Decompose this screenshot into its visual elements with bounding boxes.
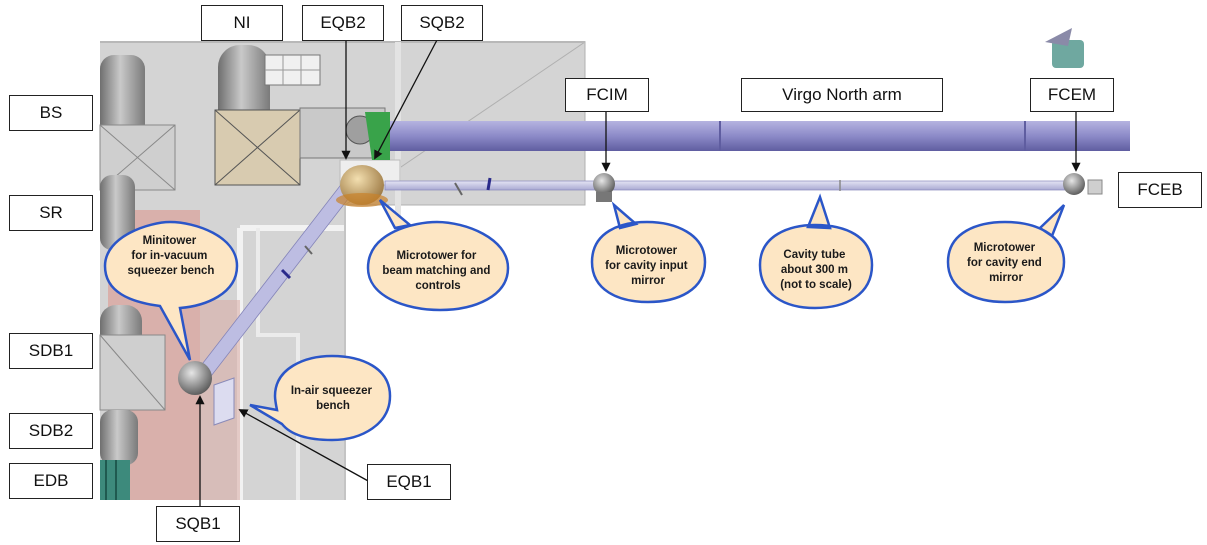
minitower-line-2: for in-vacuum [131,250,207,262]
microtower-beam-line-1: Microtower for [396,250,476,262]
label-eqb1: EQB1 [367,464,451,500]
label-edb: EDB [9,463,93,499]
microtower-end-line-2: for cavity end [967,257,1042,269]
cavity-tube-line-1: Cavity tube [783,249,845,261]
callout-inair-bench: In-air squeezer bench [249,354,392,442]
label-sdb1: SDB1 [9,333,93,369]
svg-text:Cavity tube about 300 m: Cavity tube about 300 m (not to scale) [780,249,852,291]
label-fceb: FCEB [1118,172,1202,208]
label-fcem: FCEM [1030,78,1114,112]
tower-fcim [593,173,615,202]
chamber-ni [214,45,321,186]
leader-lines [195,39,1081,510]
svg-text:Minitower for in-vacuum: Minitower for in-vacuum squeezer bench [128,235,215,277]
chamber-sdb1 [99,305,166,411]
callout-minitower: Minitower for in-vacuum squeezer bench [103,220,239,361]
label-virgo-north-arm: Virgo North arm [741,78,943,112]
label-sr: SR [9,195,93,231]
label-bs: BS [9,95,93,131]
label-ni: NI [201,5,283,41]
svg-text:Microtower for beam matc: Microtower for beam matching and control… [382,250,493,292]
cavity-tube-line-3: (not to scale) [780,279,852,291]
inair-bench-line-2: bench [316,400,350,412]
minitower-line-1: Minitower [143,235,197,247]
tower-fcem [1063,173,1103,195]
tower-eqb2 [336,165,388,207]
virgo-logo [1045,28,1084,68]
label-eqb2: EQB2 [302,5,384,41]
microtower-input-line-2: for cavity input [605,260,688,272]
cavity-tube-line-2: about 300 m [781,264,848,276]
label-fcim: FCIM [565,78,649,112]
callout-microtower-beam: Microtower for beam matching and control… [366,199,510,312]
bench-eqb1 [213,377,235,426]
chamber-sr [100,175,135,250]
callout-microtower-input: Microtower for cavity input mirror [590,201,707,304]
north-arm-tube [299,107,1130,160]
microtower-end-line-1: Microtower [974,242,1036,254]
microtower-input-line-1: Microtower [616,245,678,257]
svg-text:In-air squeezer bench: In-air squeezer bench [291,385,375,412]
svg-text:Microtower for cavity in: Microtower for cavity input mirror [605,245,691,287]
microtower-beam-line-2: beam matching and [382,265,490,277]
microtower-beam-line-3: controls [415,280,460,292]
label-sqb1: SQB1 [156,506,240,542]
minitower-line-3: squeezer bench [128,265,215,277]
label-sqb2: SQB2 [401,5,483,41]
chamber-bs [99,55,176,191]
chamber-edb [100,460,130,500]
chamber-sdb2 [100,410,138,465]
microtower-input-line-3: mirror [631,275,665,287]
callout-microtower-end: Microtower for cavity end mirror [946,204,1066,304]
label-sdb2: SDB2 [9,413,93,449]
microtower-end-line-3: mirror [989,272,1023,284]
callout-cavity-tube: Cavity tube about 300 m (not to scale) [758,193,874,310]
inair-bench-line-1: In-air squeezer [291,385,373,397]
tower-sqb1 [178,361,212,395]
svg-text:Microtower for cavity en: Microtower for cavity end mirror [967,242,1045,284]
